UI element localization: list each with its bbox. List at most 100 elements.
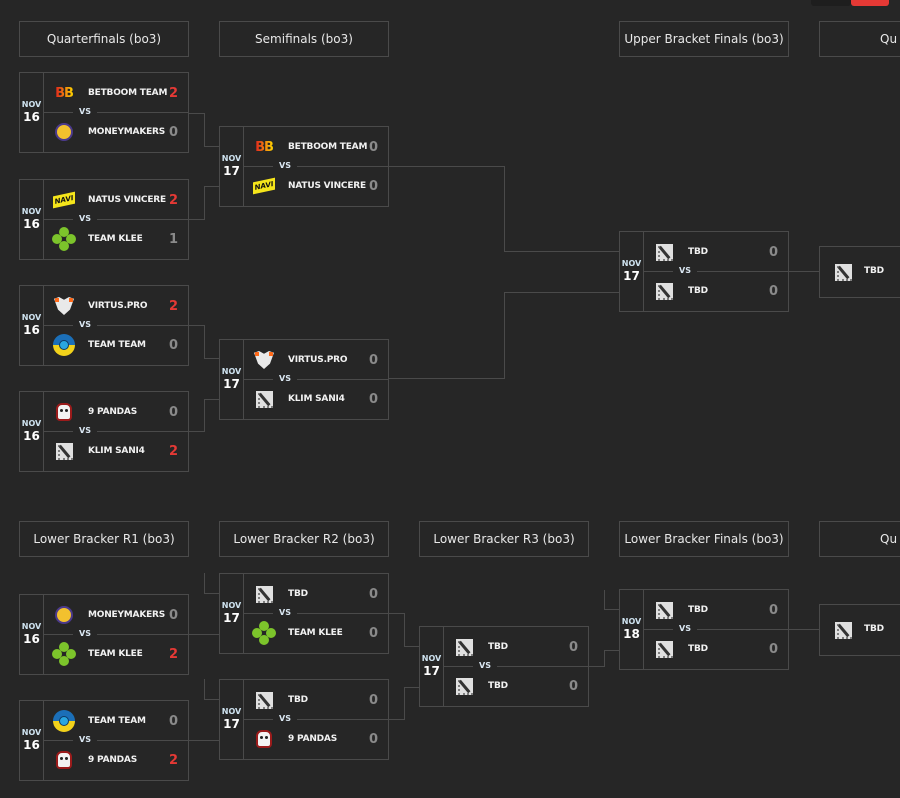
team-name: TEAM KLEE	[288, 628, 343, 638]
match-day: 16	[23, 738, 40, 752]
team-name: TEAM TEAM	[88, 340, 146, 350]
connector-line	[404, 687, 419, 688]
team-name: NATUS VINCERE	[88, 195, 166, 205]
round-header-lower-r2: Lower Bracker R2 (bo3)	[219, 521, 389, 557]
team-score: 0	[368, 178, 378, 194]
team-score: 0	[368, 391, 378, 407]
match-divider	[444, 666, 588, 667]
round-header-grand-final-cut: Qu	[819, 21, 900, 57]
team-score: 0	[768, 283, 778, 299]
team-name: TBD	[688, 286, 708, 296]
top-tab-active[interactable]	[851, 0, 889, 6]
vs-label: VS	[73, 320, 97, 330]
match-month: NOV	[221, 367, 242, 376]
connector-line	[389, 613, 405, 614]
top-tab-dark[interactable]	[811, 0, 851, 6]
team-row[interactable]: TBD 0	[244, 680, 388, 720]
match-divider	[244, 379, 388, 380]
connector-line	[504, 251, 619, 252]
connector-line	[204, 186, 219, 187]
team-score: 0	[768, 244, 778, 260]
team-score: 2	[168, 298, 178, 314]
connector-line	[204, 699, 219, 700]
match-divider	[44, 634, 188, 635]
team-score: 0	[168, 713, 178, 729]
connector-line	[204, 113, 205, 147]
team-name: TBD	[488, 642, 508, 652]
team-row[interactable]: TBD 0	[644, 271, 788, 311]
team-score: 0	[168, 124, 178, 140]
team-name: TEAM KLEE	[88, 234, 143, 244]
connector-line	[204, 593, 219, 594]
match-month: NOV	[621, 259, 642, 268]
upper-next-round-slot[interactable]: TBD	[819, 246, 900, 298]
connector-line	[589, 666, 605, 667]
lower-next-round-slot[interactable]: TBD	[819, 604, 900, 656]
team-score: 0	[168, 607, 178, 623]
team-score: 0	[368, 352, 378, 368]
match-divider	[244, 613, 388, 614]
match-divider	[644, 271, 788, 272]
match-month: NOV	[221, 707, 242, 716]
team-row[interactable]: TBD 0	[444, 627, 588, 667]
dota-logo-icon	[831, 260, 855, 284]
match-month: NOV	[21, 100, 42, 109]
team-name: NATUS VINCERE	[288, 181, 366, 191]
connector-line	[789, 271, 819, 272]
connector-line	[204, 399, 205, 432]
team-score: 0	[368, 692, 378, 708]
virtus-pro-logo-icon	[52, 294, 76, 318]
team-score: 0	[368, 586, 378, 602]
match-month: NOV	[21, 313, 42, 322]
moneymakers-logo-icon	[52, 603, 76, 627]
dota-logo-icon	[252, 688, 276, 712]
match-divider	[244, 719, 388, 720]
dota-logo-icon	[652, 240, 676, 264]
vs-label: VS	[73, 214, 97, 224]
match-divider	[44, 740, 188, 741]
team-name: TBD	[288, 695, 308, 705]
connector-line	[404, 613, 405, 647]
match-day: 17	[623, 269, 640, 283]
team-score: 0	[568, 639, 578, 655]
